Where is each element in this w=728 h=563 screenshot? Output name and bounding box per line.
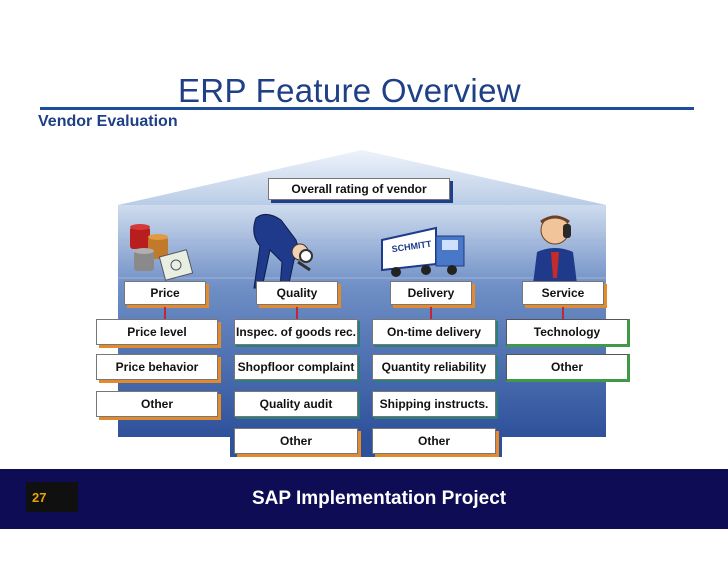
pillar-delivery: Delivery [390, 281, 472, 305]
criterion-shopfloor-complaint: Shopfloor complaint [234, 354, 358, 380]
criterion-price-other: Other [96, 391, 218, 417]
footer-project-title: SAP Implementation Project [252, 488, 507, 509]
phone-person-icon [533, 215, 577, 284]
criterion-on-time-delivery: On-time delivery [372, 319, 496, 345]
slide-number: 27 [26, 482, 78, 512]
page-subtitle: Vendor Evaluation [38, 113, 178, 130]
connector [430, 307, 432, 319]
inspector-icon [253, 214, 313, 289]
connector [562, 307, 564, 319]
pillar-service: Service [522, 281, 604, 305]
title-underline [40, 107, 694, 110]
criterion-inspection-goods: Inspec. of goods rec. [234, 319, 358, 345]
page-title: ERP Feature Overview [178, 72, 521, 109]
connector [164, 307, 166, 319]
criterion-service-other: Other [506, 354, 630, 382]
house-roof [118, 150, 606, 205]
connector [296, 307, 298, 319]
criterion-quality-other: Other [234, 428, 358, 454]
criterion-shipping-instructs: Shipping instructs. [372, 391, 496, 417]
criterion-price-behavior: Price behavior [96, 354, 218, 380]
criterion-delivery-other: Other [372, 428, 496, 454]
money-icon [130, 224, 194, 281]
footer-bar [0, 469, 728, 529]
criterion-quantity-reliability: Quantity reliability [372, 354, 496, 380]
truck-icon: SCHMITT [381, 226, 465, 277]
criterion-technology: Technology [506, 319, 630, 347]
criterion-price-level: Price level [96, 319, 218, 345]
pillar-quality: Quality [256, 281, 338, 305]
criterion-quality-audit: Quality audit [234, 391, 358, 417]
overall-rating-box: Overall rating of vendor [268, 178, 450, 200]
pillar-price: Price [124, 281, 206, 305]
